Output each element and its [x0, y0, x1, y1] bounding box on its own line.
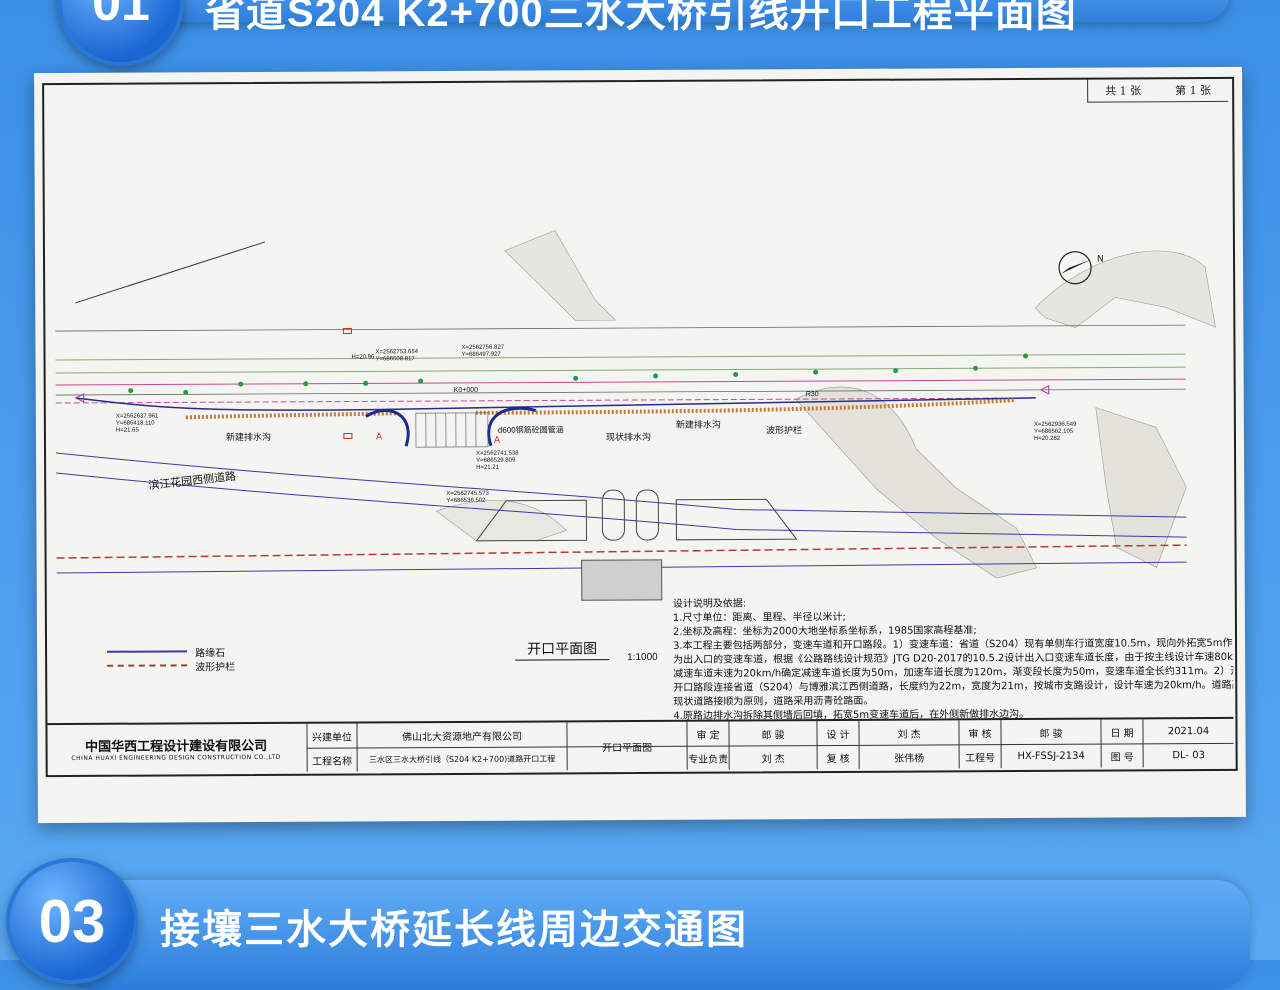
main-road-lines — [55, 237, 1187, 573]
legend-swatch-guardrail — [107, 664, 187, 666]
tree-markers — [128, 353, 1028, 395]
section-number-badge: 01 — [58, 0, 184, 66]
legend-item-curb: 路缘石 — [107, 644, 235, 659]
coord-mid-h: H=21.21 — [476, 465, 519, 472]
label-guardrail: 波形护栏 — [766, 423, 802, 436]
coord-low-y: Y=686536.502 — [446, 498, 489, 505]
project-no-label: 工程号 — [960, 744, 1002, 768]
check-label: 审 核 — [959, 720, 1001, 744]
coord-left-h: H=21.65 — [116, 428, 159, 435]
approve-label: 审 定 — [687, 722, 729, 746]
coord-c1y: Y=686508.817 — [376, 356, 419, 363]
coord-block-mid: X=2562741.538 Y=686529.809 H=21.21 — [476, 451, 519, 472]
sheet-no-label: 图 号 — [1102, 743, 1144, 767]
sheet-no: DL- 03 — [1144, 743, 1234, 767]
coord-c2y: Y=686497.927 — [462, 352, 505, 359]
legend: 路缘石 波形护栏 — [107, 644, 235, 673]
approve-name: 郎 骏 — [729, 721, 817, 745]
project-no: HX-FSSJ-2134 — [1002, 744, 1102, 769]
coord-block-2: X=2562753.654 Y=686508.817 — [375, 349, 418, 363]
coord-block-low: X=2562745.573 Y=686536.502 — [446, 491, 489, 505]
lead-label: 专业负责 — [688, 746, 730, 770]
svg-text:N: N — [1097, 255, 1104, 265]
project-label: 工程名称 — [308, 747, 358, 771]
title-block: 中国华西工程设计建设有限公司 CHINA HUAXI ENGINEERING D… — [45, 717, 1233, 775]
opening-area — [416, 413, 488, 447]
review-name: 张伟杨 — [860, 744, 960, 769]
design-name: 刘 杰 — [859, 720, 959, 745]
section-number: 01 — [92, 0, 150, 33]
check-name: 郎 骏 — [1001, 720, 1101, 745]
footer-number: 03 — [39, 887, 106, 956]
date-label: 日 期 — [1101, 719, 1143, 743]
label-existing-drain: 现状排水沟 — [606, 430, 651, 443]
legend-label-guardrail: 波形护栏 — [195, 658, 235, 673]
client-value: 佛山北大资源地产有限公司 — [357, 722, 567, 747]
coord-block-1: H=20.96 — [352, 354, 375, 361]
coord-right-h: H=20.282 — [1034, 436, 1077, 443]
coord-block-right: X=2562936.549 Y=686562.105 H=20.282 — [1034, 422, 1077, 443]
svg-text:A: A — [376, 432, 383, 442]
project-value: 三水区三水大桥引线（S204 K2+700)道路开口工程 — [358, 746, 568, 771]
design-notes: 设计说明及依据: 1.尺寸单位：距离、里程、半径以米计; 2.坐标及高程：坐标为… — [673, 595, 1234, 724]
drawing-sheet: 共 1 张 第 1 张 — [34, 67, 1246, 823]
legend-item-guardrail: 波形护栏 — [107, 658, 235, 673]
label-r30: R30 — [806, 391, 819, 398]
label-new-drain-left: 新建排水沟 — [226, 430, 271, 443]
lead-name: 刘 杰 — [730, 745, 818, 769]
coord-h1: H=20.96 — [352, 354, 375, 361]
date-value: 2021.04 — [1143, 719, 1233, 743]
coord-block-3: X=2562756.827 Y=686497.927 — [461, 345, 504, 359]
company-name: 中国华西工程设计建设有限公司 — [85, 735, 267, 755]
footer-title: 接壤三水大桥延长线周边交通图 — [160, 897, 748, 955]
design-label: 设 计 — [817, 721, 859, 745]
review-label: 复 核 — [818, 745, 860, 769]
section-title: 省道S204 K2+700三水大桥引线开口工程平面图 — [205, 0, 1077, 38]
terrain-hatching — [435, 227, 1217, 581]
note-line: 开口路段连接省道（S204）与博雅滨江西侧道路，长度约为22m，宽度为21m，按… — [673, 679, 1233, 696]
legend-label-curb: 路缘石 — [195, 644, 225, 659]
label-k0: K0+000 — [454, 387, 478, 394]
company-name-en: CHINA HUAXI ENGINEERING DESIGN CONSTRUCT… — [71, 754, 281, 762]
client-label: 兴建单位 — [307, 723, 357, 747]
company-block: 中国华西工程设计建设有限公司 CHINA HUAXI ENGINEERING D… — [45, 724, 307, 773]
label-pipe: d600钢筋砼圆管涵 — [498, 424, 564, 435]
legend-swatch-curb — [107, 650, 187, 652]
plan-title: 开口平面图 — [515, 638, 609, 660]
plan-scale: 1:1000 — [627, 652, 658, 663]
svg-text:A: A — [494, 436, 501, 446]
coord-block-left: X=2562637.961 Y=686418.110 H=21.65 — [116, 414, 159, 435]
label-new-drain-right: 新建排水沟 — [676, 418, 721, 431]
section-number-badge-bottom: 03 — [6, 858, 138, 984]
